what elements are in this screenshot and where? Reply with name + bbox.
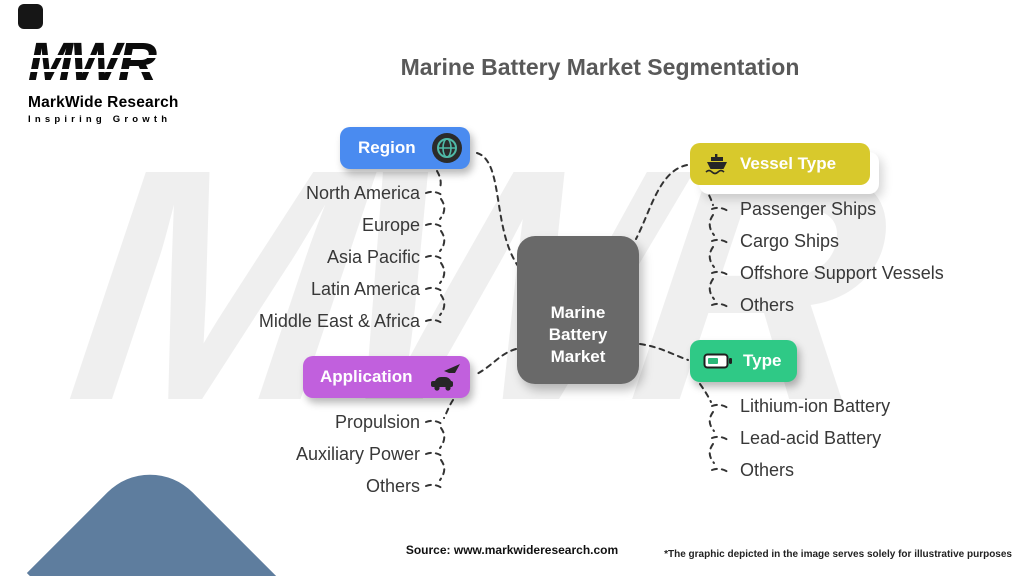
battery-icon bbox=[703, 351, 733, 371]
corner-shape-top-left bbox=[18, 4, 43, 29]
branch-node-region: Region bbox=[340, 127, 470, 169]
branch-node-application: Application bbox=[303, 356, 470, 398]
center-node-line: Marine bbox=[550, 303, 606, 322]
segment-item: Cargo Ships bbox=[740, 231, 840, 251]
branch-label: Region bbox=[358, 138, 416, 157]
segment-item: North America bbox=[305, 183, 420, 203]
segment-item: Others bbox=[740, 295, 795, 315]
branch-node-type: Type bbox=[690, 340, 797, 382]
logo-slit bbox=[30, 55, 180, 58]
page-title: Marine Battery Market Segmentation bbox=[400, 54, 800, 80]
segment-item: Lead-acid Battery bbox=[740, 428, 882, 448]
branch-label: Application bbox=[320, 367, 413, 386]
logo-name: MarkWide Research bbox=[28, 93, 179, 111]
segment-item: Europe bbox=[361, 215, 420, 235]
branch-node-vessel-type: Vessel Type bbox=[690, 143, 870, 185]
center-node-marine-battery-market: Marine Battery Market bbox=[517, 236, 639, 384]
logo-tagline: Inspiring Growth bbox=[28, 113, 172, 125]
ship-icon bbox=[704, 152, 730, 176]
branch-label: Vessel Type bbox=[740, 154, 837, 173]
segment-item: Auxiliary Power bbox=[295, 444, 420, 464]
segment-item: Asia Pacific bbox=[326, 247, 420, 267]
transport-icon bbox=[425, 362, 461, 392]
segment-item: Offshore Support Vessels bbox=[740, 263, 944, 283]
center-node-line: Market bbox=[550, 347, 606, 366]
segment-item: Others bbox=[740, 460, 795, 480]
markwide-logo: MWR MarkWide Research Inspiring Growth bbox=[28, 34, 198, 125]
center-node-line: Battery bbox=[548, 325, 608, 344]
logo-slit bbox=[30, 69, 180, 72]
source-text: Source: www.markwideresearch.com bbox=[405, 543, 619, 557]
disclaimer-text: *The graphic depicted in the image serve… bbox=[664, 549, 1012, 560]
logo-monogram: MWR bbox=[28, 34, 198, 91]
segment-item: Passenger Ships bbox=[740, 199, 877, 219]
segment-item: Propulsion bbox=[334, 412, 420, 432]
segment-item: Latin America bbox=[310, 279, 420, 299]
globe-icon bbox=[431, 132, 463, 164]
segment-item: Middle East & Africa bbox=[258, 311, 420, 331]
branch-label: Type bbox=[743, 351, 782, 370]
segment-item: Lithium-ion Battery bbox=[740, 396, 891, 416]
segment-item: Others bbox=[365, 476, 420, 496]
